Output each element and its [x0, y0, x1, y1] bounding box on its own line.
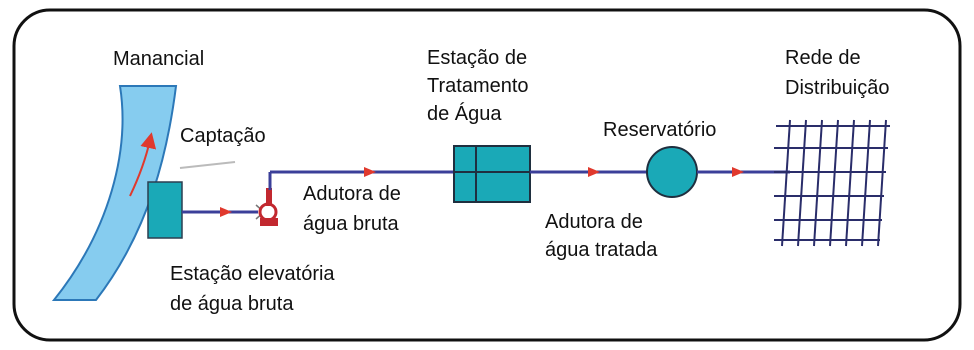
- label-rede-line2: Distribuição: [785, 77, 890, 99]
- reservoir-icon: [646, 146, 698, 198]
- river-flow-arrow: [129, 132, 157, 197]
- label-estacao-elevatoria-line2: de água bruta: [170, 293, 294, 315]
- flow-arrow-2: [364, 167, 376, 177]
- label-reservatorio: Reservatório: [603, 119, 717, 141]
- flow-arrow-3: [588, 167, 600, 177]
- label-eta-line3: de Água: [427, 103, 502, 125]
- flow-arrow-1: [220, 207, 232, 217]
- treatment-station-icon: [453, 145, 531, 203]
- pump-icon: [255, 188, 278, 226]
- label-rede-line1: Rede de: [785, 47, 861, 69]
- label-captacao: Captação: [180, 125, 266, 147]
- distribution-network-grid: [774, 119, 890, 247]
- label-estacao-elevatoria-line1: Estação elevatória: [170, 263, 335, 285]
- label-adutora-bruta-line2: água bruta: [303, 213, 399, 235]
- label-eta-line1: Estação de: [427, 47, 528, 69]
- label-manancial: Manancial: [113, 48, 205, 70]
- label-adutora-tratada-line1: Adutora de: [545, 211, 643, 233]
- label-adutora-bruta-line1: Adutora de: [303, 183, 401, 205]
- flow-arrow-4: [732, 167, 744, 177]
- label-eta-line2: Tratamento: [427, 75, 529, 97]
- intake-structure: [147, 181, 183, 239]
- captacao-pointer: [179, 161, 236, 169]
- label-adutora-tratada-line2: água tratada: [545, 239, 658, 261]
